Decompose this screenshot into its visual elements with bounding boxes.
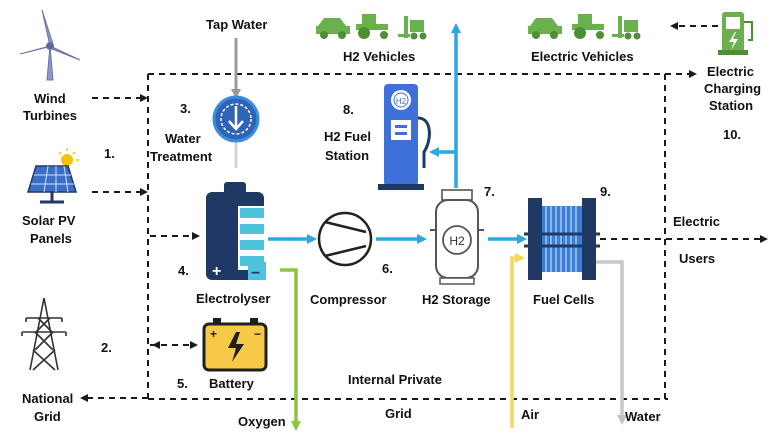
internal-grid-boundary (147, 70, 697, 400)
electrolyser-label: Electrolyser (196, 291, 271, 306)
svg-text:H2: H2 (449, 234, 465, 248)
step-number-7: 7. (484, 184, 495, 199)
electric-charging-label-3: Station (709, 98, 754, 113)
internal-private-label: Internal Private (348, 372, 442, 387)
step-number-9: 9. (600, 184, 611, 199)
forklift-icon (398, 16, 427, 40)
water-arrow (596, 260, 627, 425)
forklift-icon (612, 16, 641, 40)
tractor-icon (356, 14, 388, 39)
compressor-icon (317, 211, 373, 267)
electric-charging-label-2: Charging (704, 81, 762, 96)
step-number-3: 3. (180, 101, 191, 116)
step-number-6: 6. (382, 261, 393, 276)
electric-vehicles-label: Electric Vehicles (531, 49, 634, 64)
svg-text:+: + (210, 327, 217, 341)
solar-pv-label-1: Solar PV (22, 213, 76, 228)
wind-turbines-label-1: Wind (34, 91, 66, 106)
fuel-cells-label: Fuel Cells (533, 292, 595, 307)
battery-link-arrowhead-left (152, 341, 160, 349)
oxygen-label: Oxygen (238, 414, 286, 429)
tractor-icon (572, 14, 604, 39)
oxygen-arrow (280, 268, 301, 431)
water-treatment-icon (212, 95, 260, 143)
grid-label: Grid (385, 406, 412, 421)
h2-storage-label: H2 Storage (422, 292, 491, 307)
electric-users-label-1: Electric (673, 214, 720, 229)
solar-panel-icon (26, 148, 79, 204)
svg-text:H2: H2 (396, 97, 407, 106)
h2-storage-tank-icon: H2 (430, 189, 484, 285)
h2-vehicles-label: H2 Vehicles (343, 49, 416, 64)
water-label: Water (625, 409, 661, 424)
h2-fuel-station-label-2: Station (325, 148, 370, 163)
step-number-1: 1. (104, 146, 115, 161)
national-grid-label-2: Grid (34, 409, 61, 424)
h2-vehicles-icons (316, 14, 427, 40)
svg-text:+: + (212, 263, 221, 280)
solar-pv-label-2: Panels (30, 231, 72, 246)
power-pylon-icon (21, 297, 67, 371)
electric-users-label-2: Users (679, 251, 716, 266)
svg-text:−: − (254, 327, 261, 341)
electrolyser-icon: + − (206, 182, 266, 282)
electric-flows (80, 22, 768, 402)
car-icon (528, 18, 562, 39)
h2-fuel-station-icon: H2 (378, 84, 431, 190)
electric-charging-label-1: Electric (707, 64, 754, 79)
car-icon (316, 18, 350, 39)
air-arrow (510, 253, 525, 428)
wind-turbines-label-2: Turbines (23, 108, 77, 123)
step-number-4: 4. (178, 263, 189, 278)
compressor-label: Compressor (310, 292, 387, 307)
water-treatment-label-1: Water (165, 131, 201, 146)
electric-vehicles-icons (528, 14, 641, 40)
step-number-10: 10. (723, 127, 742, 142)
step-number-2: 2. (101, 340, 112, 355)
hydrogen-flows (268, 23, 527, 244)
step-number-8: 8. (343, 102, 354, 117)
svg-text:−: − (251, 265, 260, 282)
electric-charging-station-icon (718, 12, 753, 55)
battery-icon: + − (202, 318, 268, 372)
tap-water-label: Tap Water (206, 17, 268, 32)
water-treatment-label-2: Treatment (150, 149, 213, 164)
h2-fuel-station-label-1: H2 Fuel (324, 129, 371, 144)
step-number-5: 5. (177, 376, 188, 391)
battery-label: Battery (209, 376, 254, 391)
wind-turbine-icon (19, 9, 81, 81)
national-grid-label-1: National (22, 391, 74, 406)
air-label: Air (521, 407, 540, 422)
fuel-cell-stack-icon (524, 198, 600, 280)
